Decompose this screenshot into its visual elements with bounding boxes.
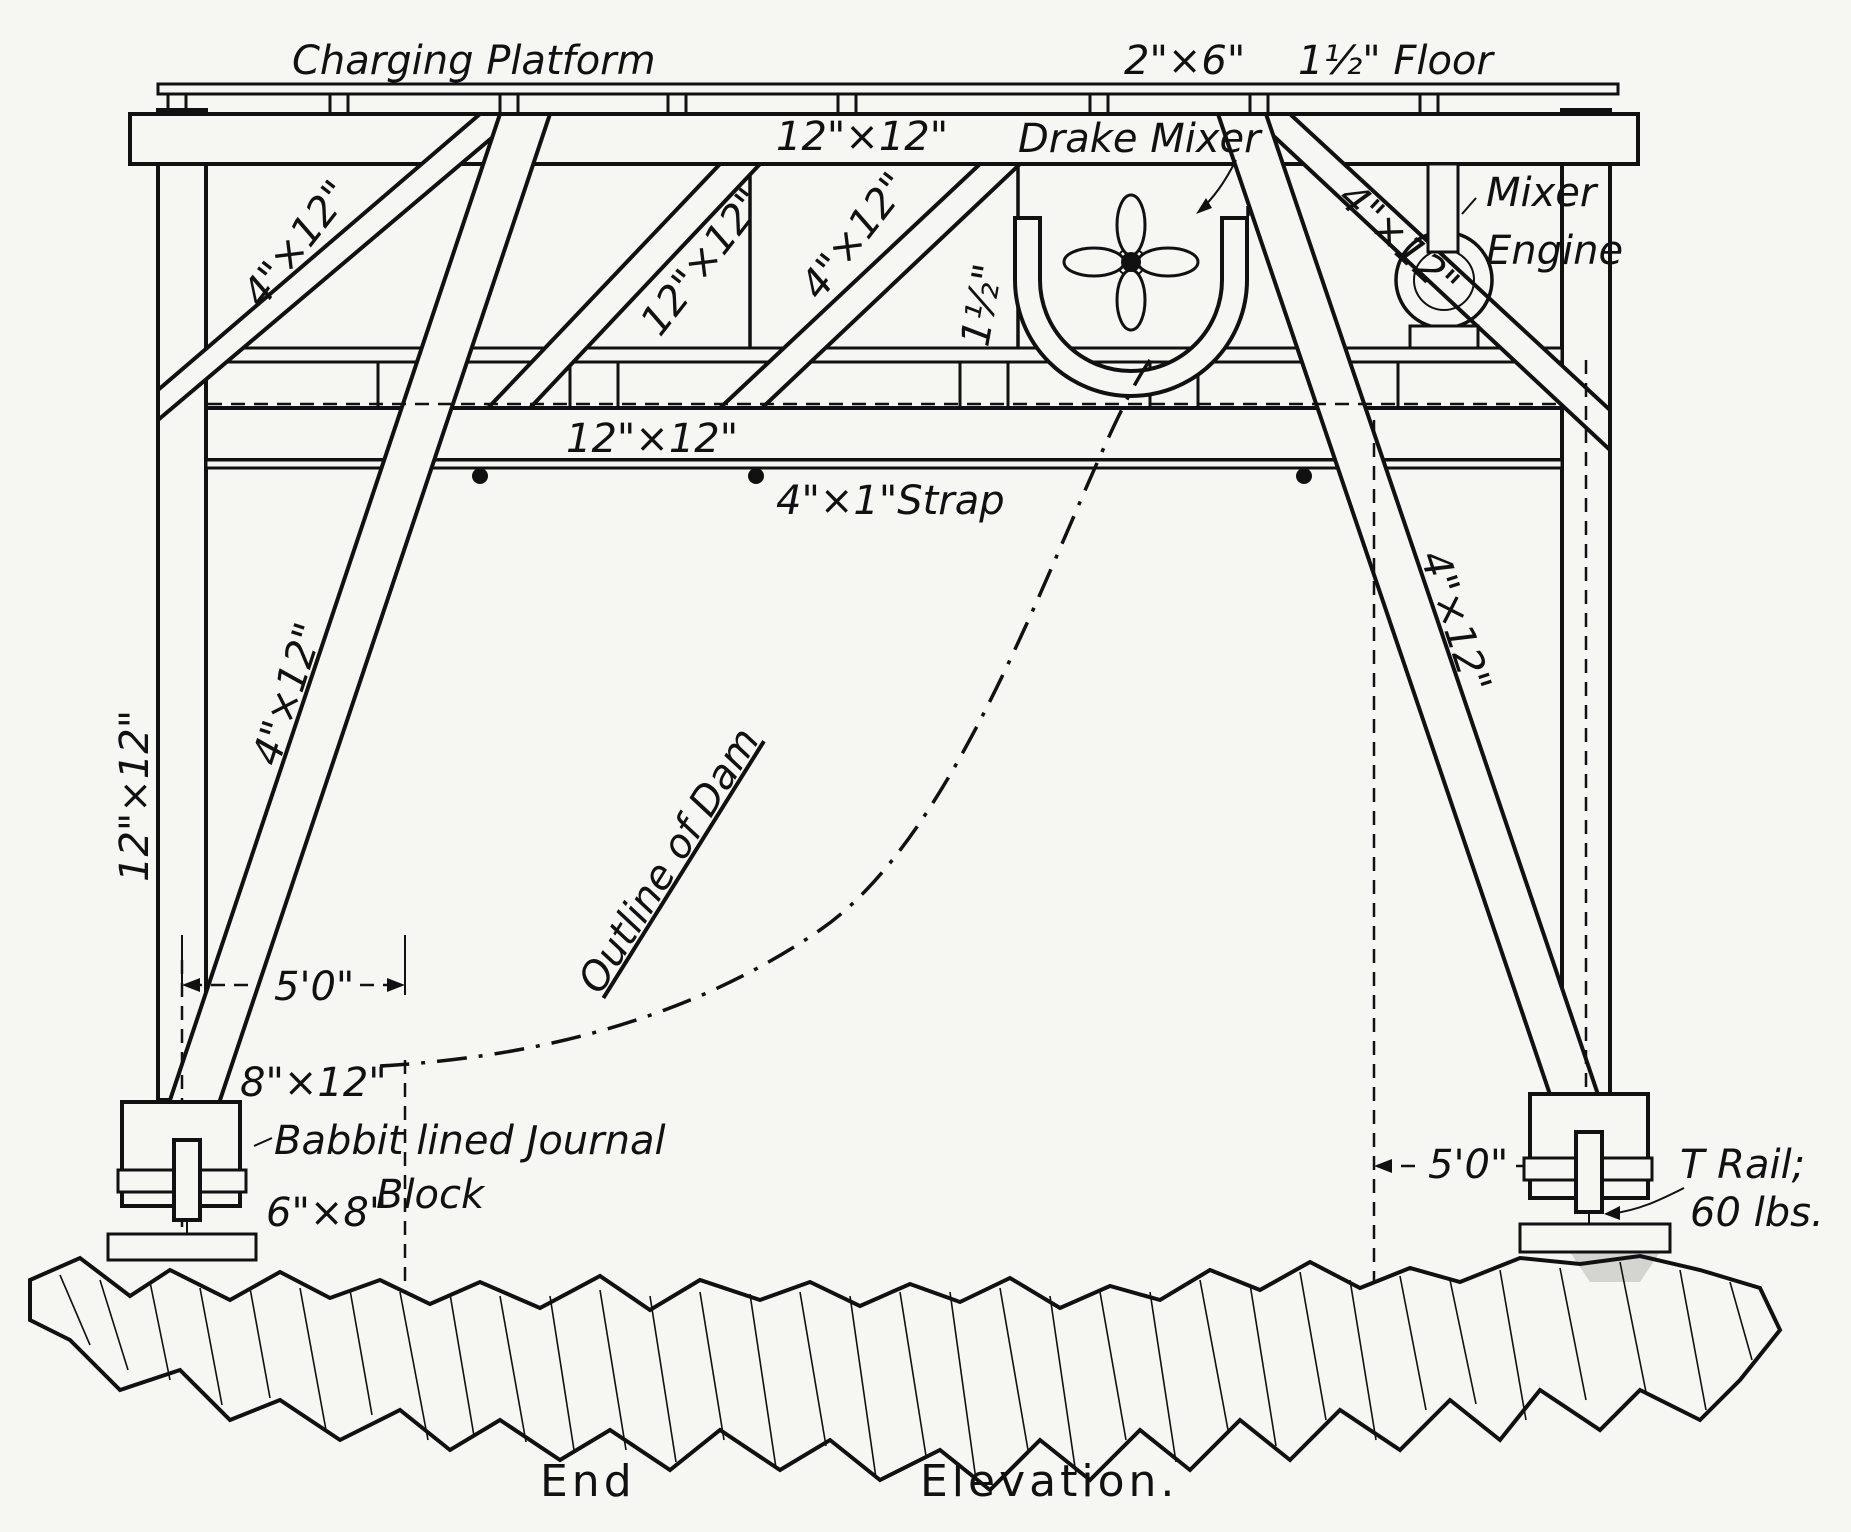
leader-arrows [253,159,1685,1220]
label-plank-size: 2"×6" [1124,38,1245,84]
right-footing [1570,1252,1660,1282]
charging-platform [156,82,1620,118]
brace-center-right [714,162,1026,410]
brace-left-upper [156,112,526,425]
mixer-support-beam [204,346,1564,364]
label-mixer-gap: 1½" [953,260,1013,349]
label-middle-beam: 12"×12" [566,416,738,462]
caption-elevation: Elevation. [920,1456,1178,1507]
label-floor: 1½" Floor [1298,38,1495,84]
label-mixer-engine-1: Mixer [1486,170,1599,216]
brace-left-long [157,112,553,1132]
upper-braces [156,112,1612,455]
label-outline-dam: Outline of Dam [569,720,769,1001]
caption-end: End [540,1456,636,1507]
strap [204,458,1564,470]
label-rail-2: 60 lbs. [1690,1190,1824,1236]
ground [28,1252,1783,1493]
label-strap: 4"×1"Strap [776,478,1005,524]
label-rail-1: T Rail; [1680,1142,1805,1188]
mixer-engine [1394,162,1494,350]
label-post-left: 12"×12" [112,710,158,882]
brace-right-upper [1244,112,1612,455]
label-charging-platform: Charging Platform [292,38,656,84]
ground-hatching [59,1261,1753,1481]
right-truck [1518,1092,1672,1254]
label-dim-right: 5'0" [1428,1142,1508,1188]
label-journal-1: Babbit lined Journal [274,1118,666,1164]
label-dim-left: 5'0" [274,964,354,1010]
label-drake-mixer: Drake Mixer [1018,116,1263,162]
label-sill: 8"×12" [240,1060,387,1106]
brace-center-left [483,162,765,410]
left-truck [106,1100,258,1262]
platform-joists [166,92,1440,118]
label-top-beam: 12"×12" [776,114,948,160]
label-mixer-engine-2: Engine [1486,228,1623,274]
mixer-paddle-icon [1062,193,1200,332]
guide-lines [180,360,1588,1300]
dimension-left [181,935,406,995]
label-journal-2: Block [376,1172,486,1218]
labels: Charging Platform 2"×6" 1½" Floor 12"×12… [112,38,1824,1507]
strap-bolts [472,468,1312,484]
drake-mixer [1013,193,1250,398]
dam-outline [379,358,1152,1068]
label-base-block: 6"×8" [266,1190,387,1236]
top-beam [128,112,1640,166]
